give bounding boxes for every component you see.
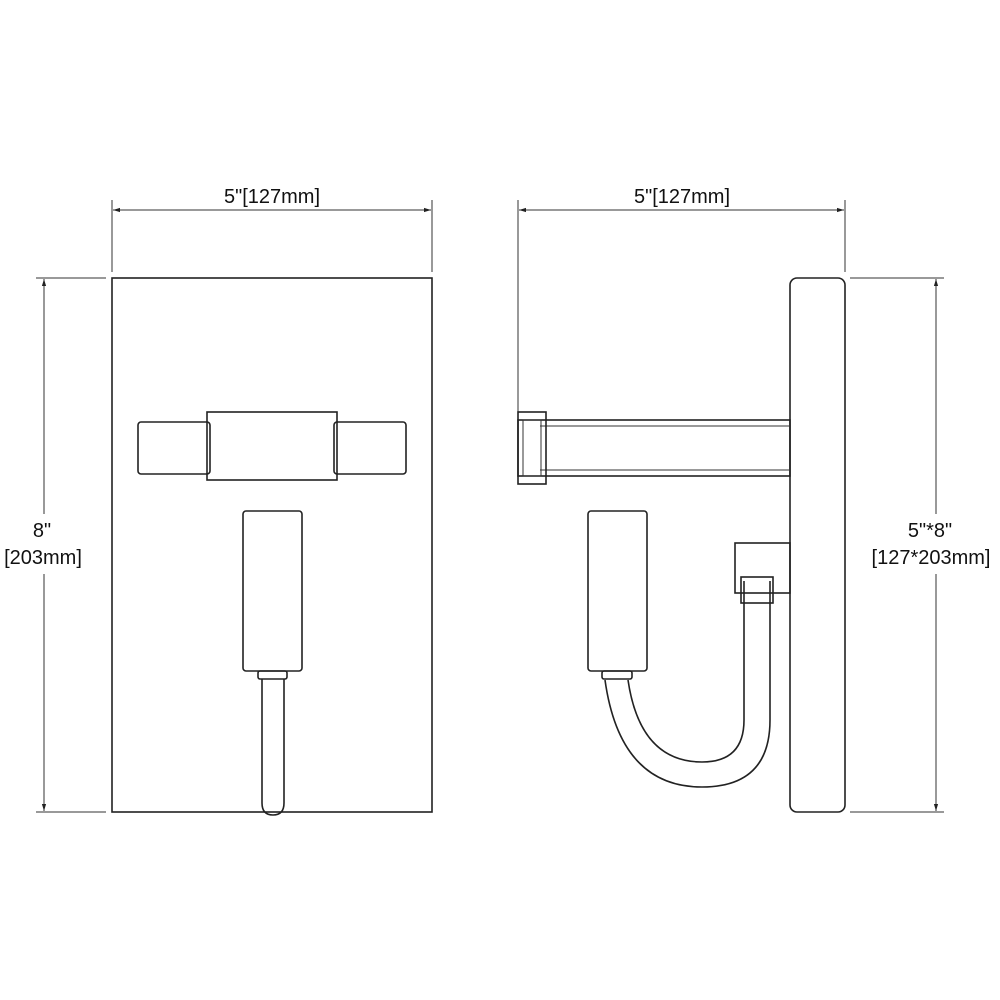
- side-mount-block: [734, 542, 791, 594]
- front-arm-center-block: [206, 411, 338, 481]
- side-height-label-gap: [864, 514, 998, 574]
- side-arm-end-cap-inner: [522, 419, 542, 477]
- side-width-label: 5"[127mm]: [634, 186, 730, 208]
- front-stem-rod: [261, 679, 285, 816]
- front-arm-left-glass: [137, 421, 211, 475]
- side-view: 5"[127mm] 5"*8" [127*203mm]: [517, 186, 998, 813]
- front-backplate: [111, 277, 433, 813]
- front-arm-right-glass: [333, 421, 407, 475]
- side-arm-end-cap: [517, 411, 547, 485]
- side-cylinder-shade: [587, 510, 648, 672]
- side-height-label-mm: [127*203mm]: [872, 547, 991, 569]
- side-height-label-size: 5"*8": [908, 520, 952, 542]
- side-curved-tube: [604, 581, 771, 788]
- side-arm: [517, 419, 791, 477]
- side-shade-collar: [601, 670, 633, 680]
- front-cylinder-shade: [242, 510, 303, 672]
- front-height-label-mm: [203mm]: [4, 547, 82, 569]
- front-view: 5"[127mm] 8" [203mm]: [2, 186, 433, 816]
- side-tube-collar: [740, 576, 774, 604]
- front-height-label-gap: [2, 514, 88, 574]
- front-width-label: 5"[127mm]: [224, 186, 320, 208]
- front-height-label-inch: 8": [33, 520, 51, 542]
- front-stem-collar: [257, 670, 288, 680]
- side-backplate: [789, 277, 846, 813]
- side-curved-tube-inner: [627, 581, 745, 763]
